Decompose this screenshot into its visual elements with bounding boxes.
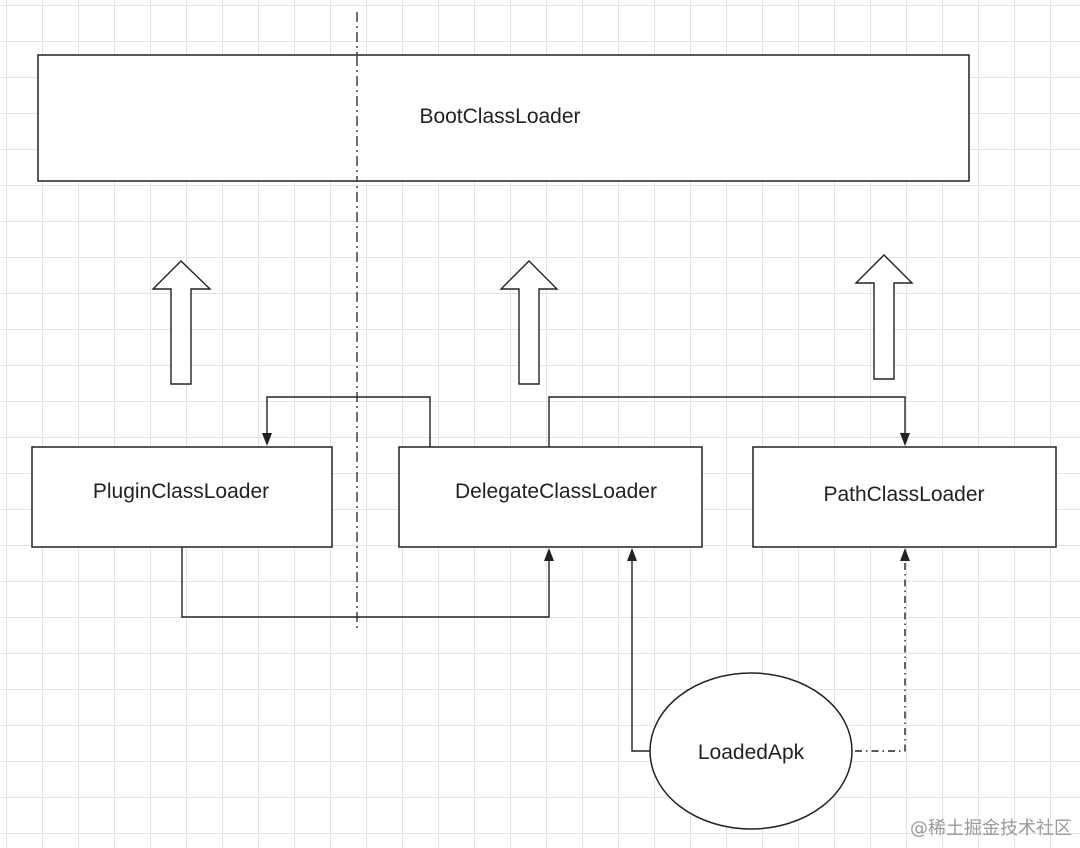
plugin-class-loader-box <box>31 446 333 548</box>
connector-delegate-to-plugin <box>266 396 431 447</box>
boot-class-loader-box <box>37 54 970 182</box>
loaded-apk-label: LoadedApk <box>698 741 805 764</box>
connector-loadedapk-to-delegate <box>631 561 652 752</box>
arrowhead-to-path <box>900 433 910 446</box>
arrowhead-to-delegate-from-loadedapk <box>627 548 637 561</box>
arrowhead-to-plugin <box>262 433 272 446</box>
connector-delegate-to-path <box>548 396 906 447</box>
watermark-text: @稀土掘金技术社区 <box>910 818 1072 839</box>
parent-arrow-delegate <box>499 260 559 385</box>
boot-class-loader-node: BootClassLoader <box>37 54 970 182</box>
plugin-class-loader-node: PluginClassLoader <box>31 446 333 548</box>
path-class-loader-node: PathClassLoader <box>752 446 1057 548</box>
path-class-loader-box <box>752 446 1057 548</box>
loaded-apk-ellipse <box>649 672 853 830</box>
delegate-class-loader-node: DelegateClassLoader <box>398 446 703 548</box>
delegate-class-loader-label: DelegateClassLoader <box>455 480 657 503</box>
plugin-class-loader-label: PluginClassLoader <box>93 480 269 503</box>
arrowhead-to-path-from-loadedapk <box>900 548 910 561</box>
parent-arrow-path <box>854 254 914 380</box>
connector-plugin-to-delegate <box>181 547 550 618</box>
path-class-loader-label: PathClassLoader <box>823 483 984 506</box>
connector-loadedapk-to-path <box>855 561 906 752</box>
delegate-class-loader-box <box>398 446 703 548</box>
boot-class-loader-label: BootClassLoader <box>419 105 580 128</box>
loaded-apk-node: LoadedApk <box>649 672 853 830</box>
arrowhead-to-delegate-from-plugin <box>544 548 554 561</box>
parent-arrow-plugin <box>151 260 212 385</box>
